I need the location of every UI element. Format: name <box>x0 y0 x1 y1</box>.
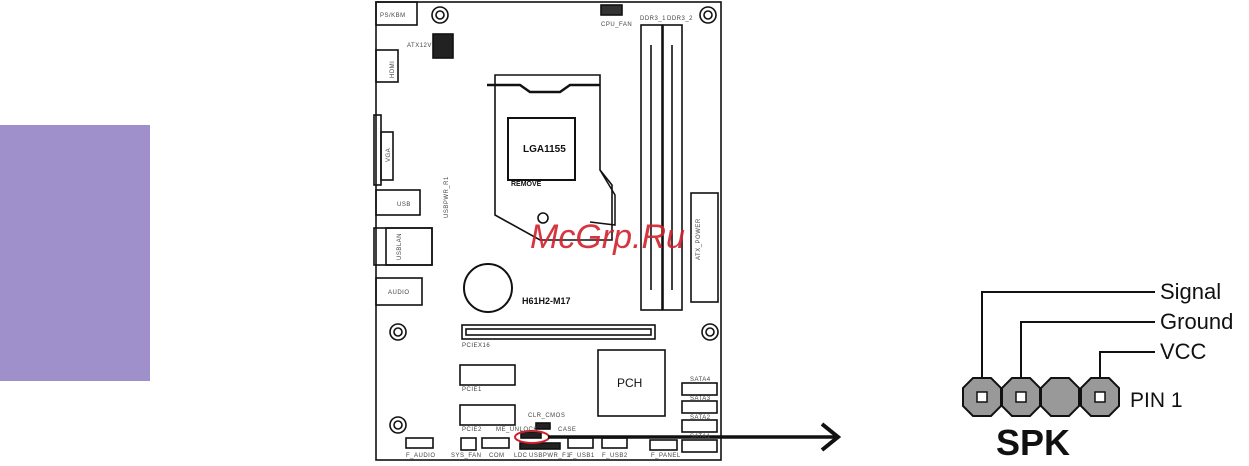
usbpwr-f1-header <box>519 442 561 450</box>
label-ground: Ground <box>1160 309 1233 334</box>
label-ddr3-1: DDR3_1 <box>640 16 666 22</box>
label-ddr3-2: DDR3_2 <box>667 16 693 22</box>
pcie1-slot <box>459 364 516 386</box>
label-sata2: SATA2 <box>690 415 711 421</box>
label-f-audio: F_AUDIO <box>406 453 436 459</box>
label-signal: Signal <box>1160 279 1221 304</box>
label-case: CASE <box>558 427 576 433</box>
sata1-port <box>681 439 718 453</box>
com-header <box>481 437 510 449</box>
label-f-panel: F_PANEL <box>651 453 681 459</box>
hdmi-port <box>375 49 399 83</box>
label-ldc: LDC <box>514 453 528 459</box>
pciex16-slot <box>461 324 656 340</box>
ddr3-1-slot <box>640 24 663 311</box>
cmos-battery <box>463 263 513 313</box>
label-audio: AUDIO <box>388 290 410 296</box>
label-usbpwr-f1: USBPWR_F1 <box>529 453 570 459</box>
label-model: H61H2-M17 <box>522 296 571 306</box>
side-tab <box>0 125 150 381</box>
label-vga: VGA <box>386 148 392 162</box>
label-sys-fan: SYS_FAN <box>451 453 482 459</box>
pin-empty <box>1040 377 1080 417</box>
cpu-fan-header <box>600 4 623 16</box>
label-atx12v: ATX12V <box>407 43 432 49</box>
label-me-unlock: ME_UNLOCK <box>496 427 538 433</box>
label-sata4: SATA4 <box>690 377 711 383</box>
label-sata3: SATA3 <box>690 396 711 402</box>
sata4-port <box>681 382 718 396</box>
label-pcie2: PCIE2 <box>462 427 482 433</box>
spk-pinout: Signal Ground VCC PIN 1 SPK <box>962 279 1233 463</box>
label-pciex16: PCIEX16 <box>462 343 490 349</box>
mounting-holes <box>389 6 719 434</box>
label-f-usb1: F_USB1 <box>569 453 595 459</box>
sys-fan-header <box>460 437 477 451</box>
sata3-port <box>681 400 718 414</box>
label-cpu-fan: CPU_FAN <box>601 22 632 28</box>
clr-cmos-jumper <box>535 422 551 430</box>
cpu-socket <box>507 117 576 181</box>
sata2-port <box>681 419 718 433</box>
label-usbpwr-r1: USBPWR_R1 <box>444 176 450 218</box>
label-vcc: VCC <box>1160 339 1207 364</box>
vga-port <box>373 114 382 186</box>
arrow-head-icon <box>820 422 842 452</box>
atx-power-connector <box>690 192 719 303</box>
label-f-usb2: F_USB2 <box>602 453 628 459</box>
usblan-port <box>373 227 433 266</box>
label-remove: REMOVE <box>511 181 542 188</box>
label-com: COM <box>489 453 505 459</box>
usb-port <box>375 189 421 216</box>
f-audio-header <box>405 437 434 449</box>
spk-title: SPK <box>996 422 1070 463</box>
ground-line <box>1020 321 1155 390</box>
label-atx-power: ATX_POWER <box>696 218 702 260</box>
label-pcie1: PCIE1 <box>462 387 482 393</box>
cpu-socket-bracket <box>494 74 613 241</box>
pskbm-port <box>375 1 418 26</box>
audio-port <box>375 277 423 306</box>
label-usb: USB <box>397 202 411 208</box>
f-usb2-header <box>601 437 628 449</box>
ddr3-2-slot <box>662 24 683 311</box>
label-pskbm: PS/KBM <box>380 13 406 19</box>
label-socket: LGA1155 <box>523 144 566 155</box>
label-pin1: PIN 1 <box>1130 389 1183 412</box>
signal-line <box>981 291 1155 390</box>
pch-chip <box>597 349 666 417</box>
label-usblan: USBLAN <box>397 233 403 260</box>
pcie2-slot <box>459 404 516 426</box>
f-usb1-header <box>567 437 594 449</box>
label-pch: PCH <box>617 376 642 390</box>
board-outline <box>375 1 722 461</box>
label-hdmi: HDMI <box>390 61 396 78</box>
label-clr-cmos: CLR_CMOS <box>528 413 565 419</box>
watermark: McGrp.Ru <box>530 218 685 256</box>
atx12v-connector <box>432 33 454 59</box>
label-sata1: SATA1 <box>690 434 711 440</box>
f-panel-header <box>649 439 678 451</box>
